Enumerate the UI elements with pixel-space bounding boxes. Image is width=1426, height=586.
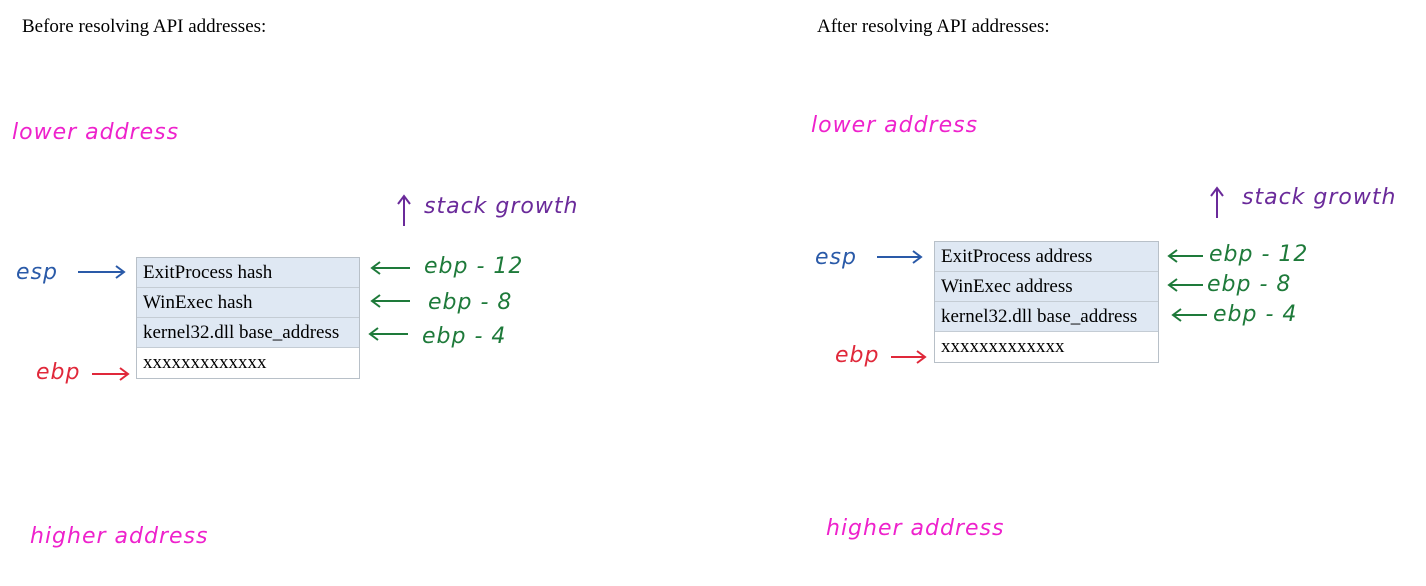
lower-address-label: lower address xyxy=(811,113,979,138)
offset-label: ebp - 4 xyxy=(422,324,507,349)
stack-cell: kernel32.dll base_address xyxy=(935,302,1158,332)
ebp-arrow-icon xyxy=(891,350,927,364)
esp-label: esp xyxy=(815,245,857,270)
stack-cell: xxxxxxxxxxxxx xyxy=(935,332,1158,362)
stack-cell: kernel32.dll base_address xyxy=(137,318,359,348)
stack-cell: WinExec address xyxy=(935,272,1158,302)
offset-arrow-icon xyxy=(1167,278,1203,292)
offset-label: ebp - 8 xyxy=(1207,272,1292,297)
ebp-label: ebp xyxy=(36,360,81,385)
offset-label: ebp - 12 xyxy=(1209,242,1309,267)
esp-arrow-icon xyxy=(78,265,126,279)
offset-arrow-icon xyxy=(1167,249,1203,263)
esp-label: esp xyxy=(16,260,58,285)
offset-label: ebp - 4 xyxy=(1213,302,1298,327)
higher-address-label: higher address xyxy=(30,524,209,549)
offset-arrow-icon xyxy=(370,261,410,275)
stack-growth-arrow-icon xyxy=(397,194,411,226)
offset-arrow-icon xyxy=(370,294,410,308)
stack-cell: ExitProcess hash xyxy=(137,258,359,288)
ebp-label: ebp xyxy=(835,343,880,368)
stack-growth-label: stack growth xyxy=(424,194,579,219)
offset-label: ebp - 12 xyxy=(424,254,524,279)
offset-label: ebp - 8 xyxy=(428,290,513,315)
stack-frame: ExitProcess hash WinExec hash kernel32.d… xyxy=(136,257,360,379)
after-heading: After resolving API addresses: xyxy=(817,16,1050,37)
offset-arrow-icon xyxy=(368,327,408,341)
higher-address-label: higher address xyxy=(826,516,1005,541)
lower-address-label: lower address xyxy=(12,120,180,145)
esp-arrow-icon xyxy=(877,250,923,264)
stack-cell: xxxxxxxxxxxxx xyxy=(137,348,359,378)
before-panel: Before resolving API addresses: lower ad… xyxy=(12,16,579,549)
stack-cell: WinExec hash xyxy=(137,288,359,318)
stack-frame: ExitProcess address WinExec address kern… xyxy=(934,241,1159,363)
ebp-arrow-icon xyxy=(92,367,130,381)
stack-cell: ExitProcess address xyxy=(935,242,1158,272)
after-panel: After resolving API addresses: lower add… xyxy=(713,0,1426,586)
offset-arrow-icon xyxy=(1171,308,1207,322)
stack-growth-arrow-icon xyxy=(1210,186,1224,218)
before-heading: Before resolving API addresses: xyxy=(22,16,267,37)
stack-growth-label: stack growth xyxy=(1242,185,1397,210)
